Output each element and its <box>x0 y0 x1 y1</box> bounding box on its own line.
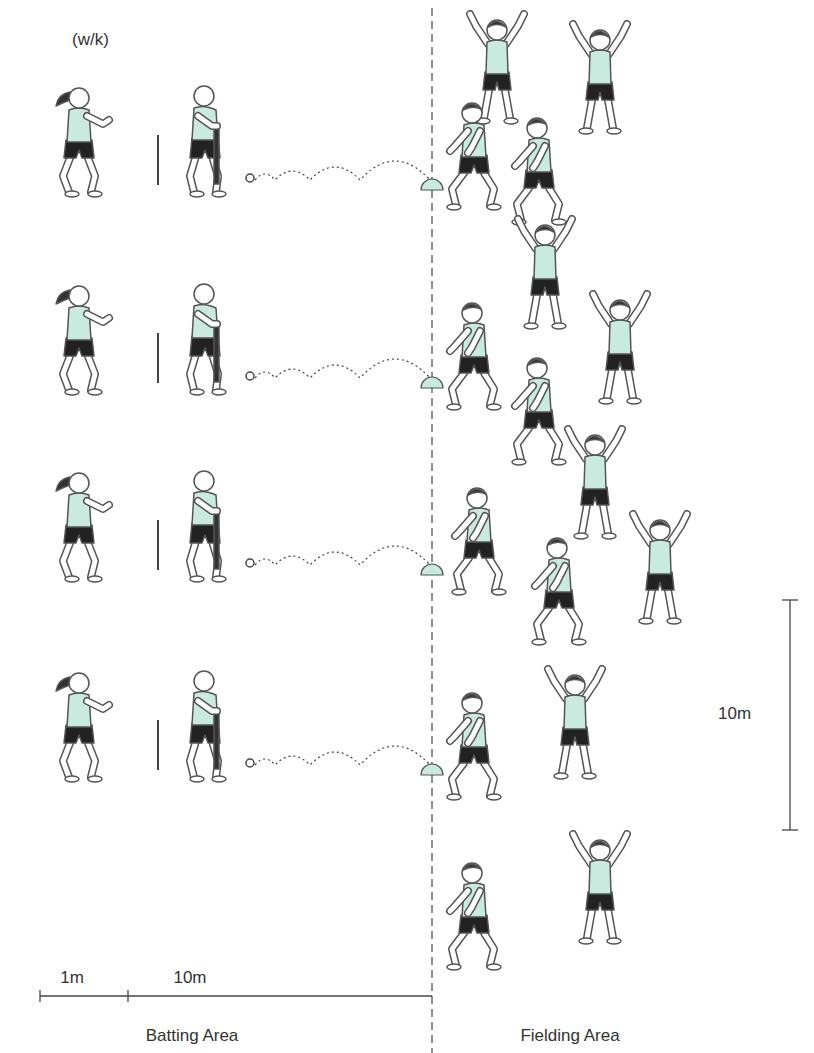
area-label: Fielding Area <box>520 1026 619 1046</box>
area-divider <box>431 8 432 1053</box>
dimension-label: 10m <box>173 968 206 988</box>
drill-row <box>56 669 627 970</box>
drill-row <box>56 219 647 465</box>
area-label: Batting Area <box>146 1026 239 1046</box>
drill-row <box>56 14 627 225</box>
drill-row <box>56 429 687 645</box>
scale-bar <box>782 600 798 830</box>
role-label: (w/k) <box>72 30 109 50</box>
dimension-label: 10m <box>718 704 751 724</box>
scale-bar <box>40 990 432 1002</box>
dimension-label: 1m <box>60 968 84 988</box>
